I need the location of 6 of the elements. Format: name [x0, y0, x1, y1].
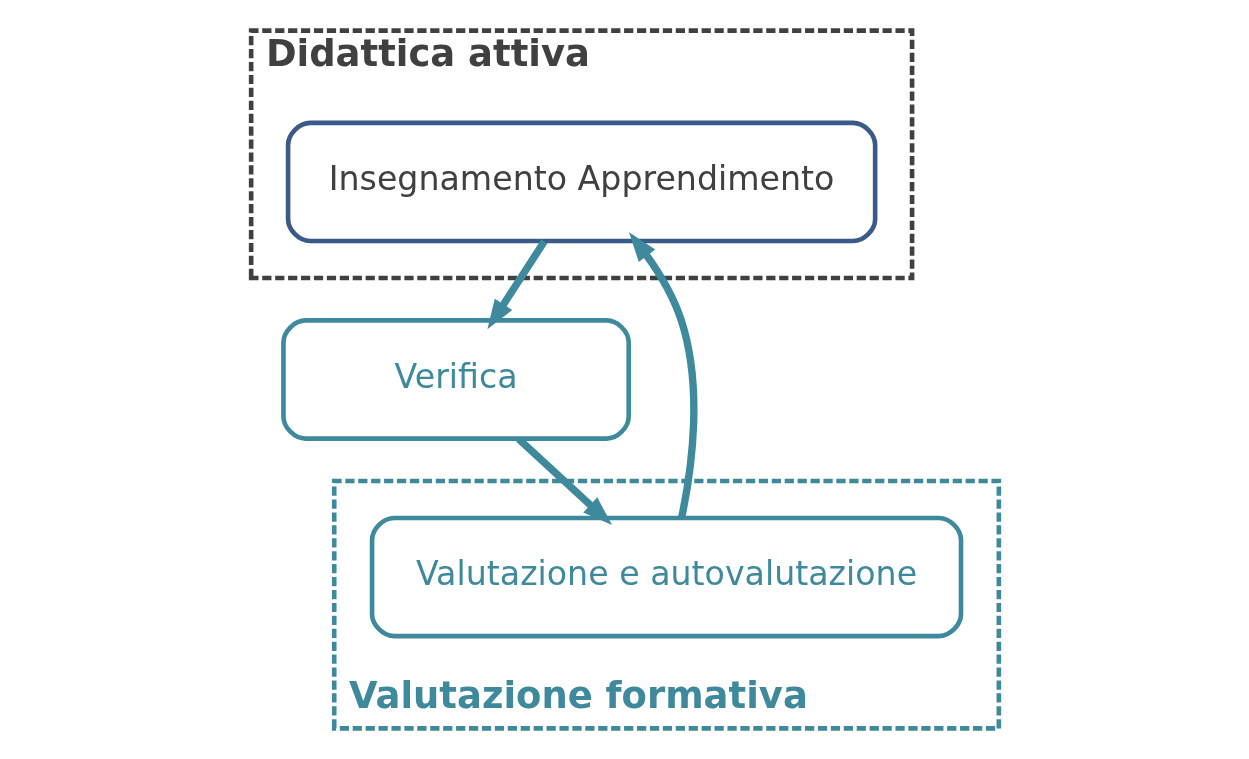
node-box: Verifica — [280, 318, 631, 441]
arrow — [515, 436, 612, 525]
node-box: Insegnamento Apprendimento — [285, 120, 877, 244]
arrow — [486, 239, 547, 330]
arrow — [628, 232, 697, 519]
node-box: Valutazione e autovalutazione — [369, 515, 963, 639]
